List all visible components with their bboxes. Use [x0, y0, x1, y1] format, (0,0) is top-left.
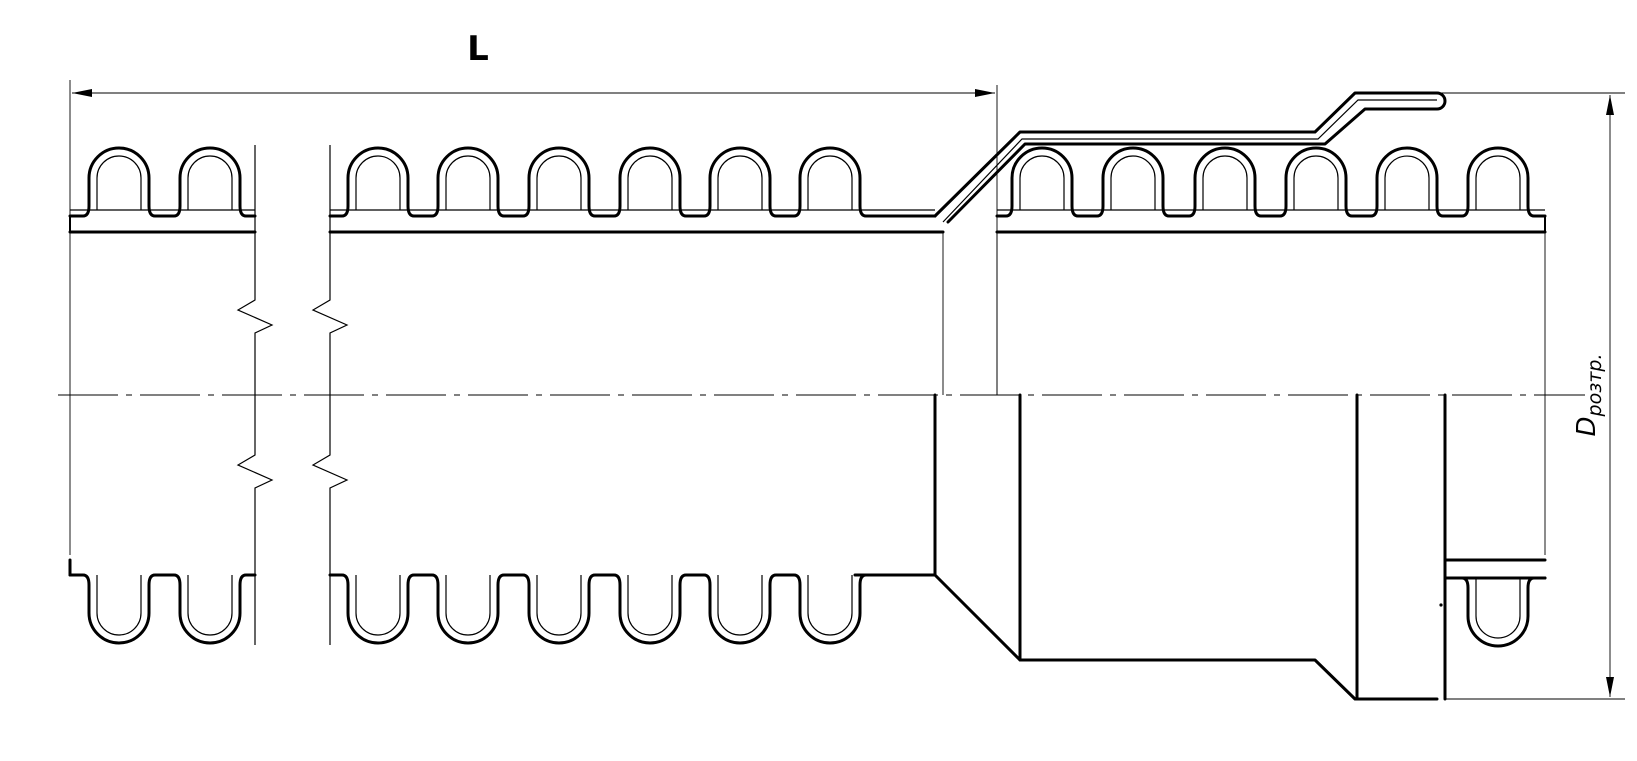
bottom-corrugation-middle [328, 573, 868, 645]
socket-diameter-label: Dрозтр. [1572, 354, 1606, 437]
section-reference-lines [942, 232, 1546, 555]
socket-section-bottom [853, 393, 1547, 701]
socket-diameter-dimension: Dрозтр. [1440, 92, 1625, 700]
bottom-corrugation-left [68, 573, 257, 645]
break-lines [236, 145, 349, 645]
top-corrugation-left [68, 146, 257, 218]
socket-shell-top [933, 91, 1447, 224]
bottom-corrugation-socket [1443, 576, 1547, 648]
top-corrugation-middle [328, 146, 937, 218]
length-label: L [467, 29, 489, 69]
top-inner-wall [68, 215, 1547, 234]
top-corrugation-socket [995, 146, 1547, 218]
length-dimension: L [69, 29, 998, 555]
